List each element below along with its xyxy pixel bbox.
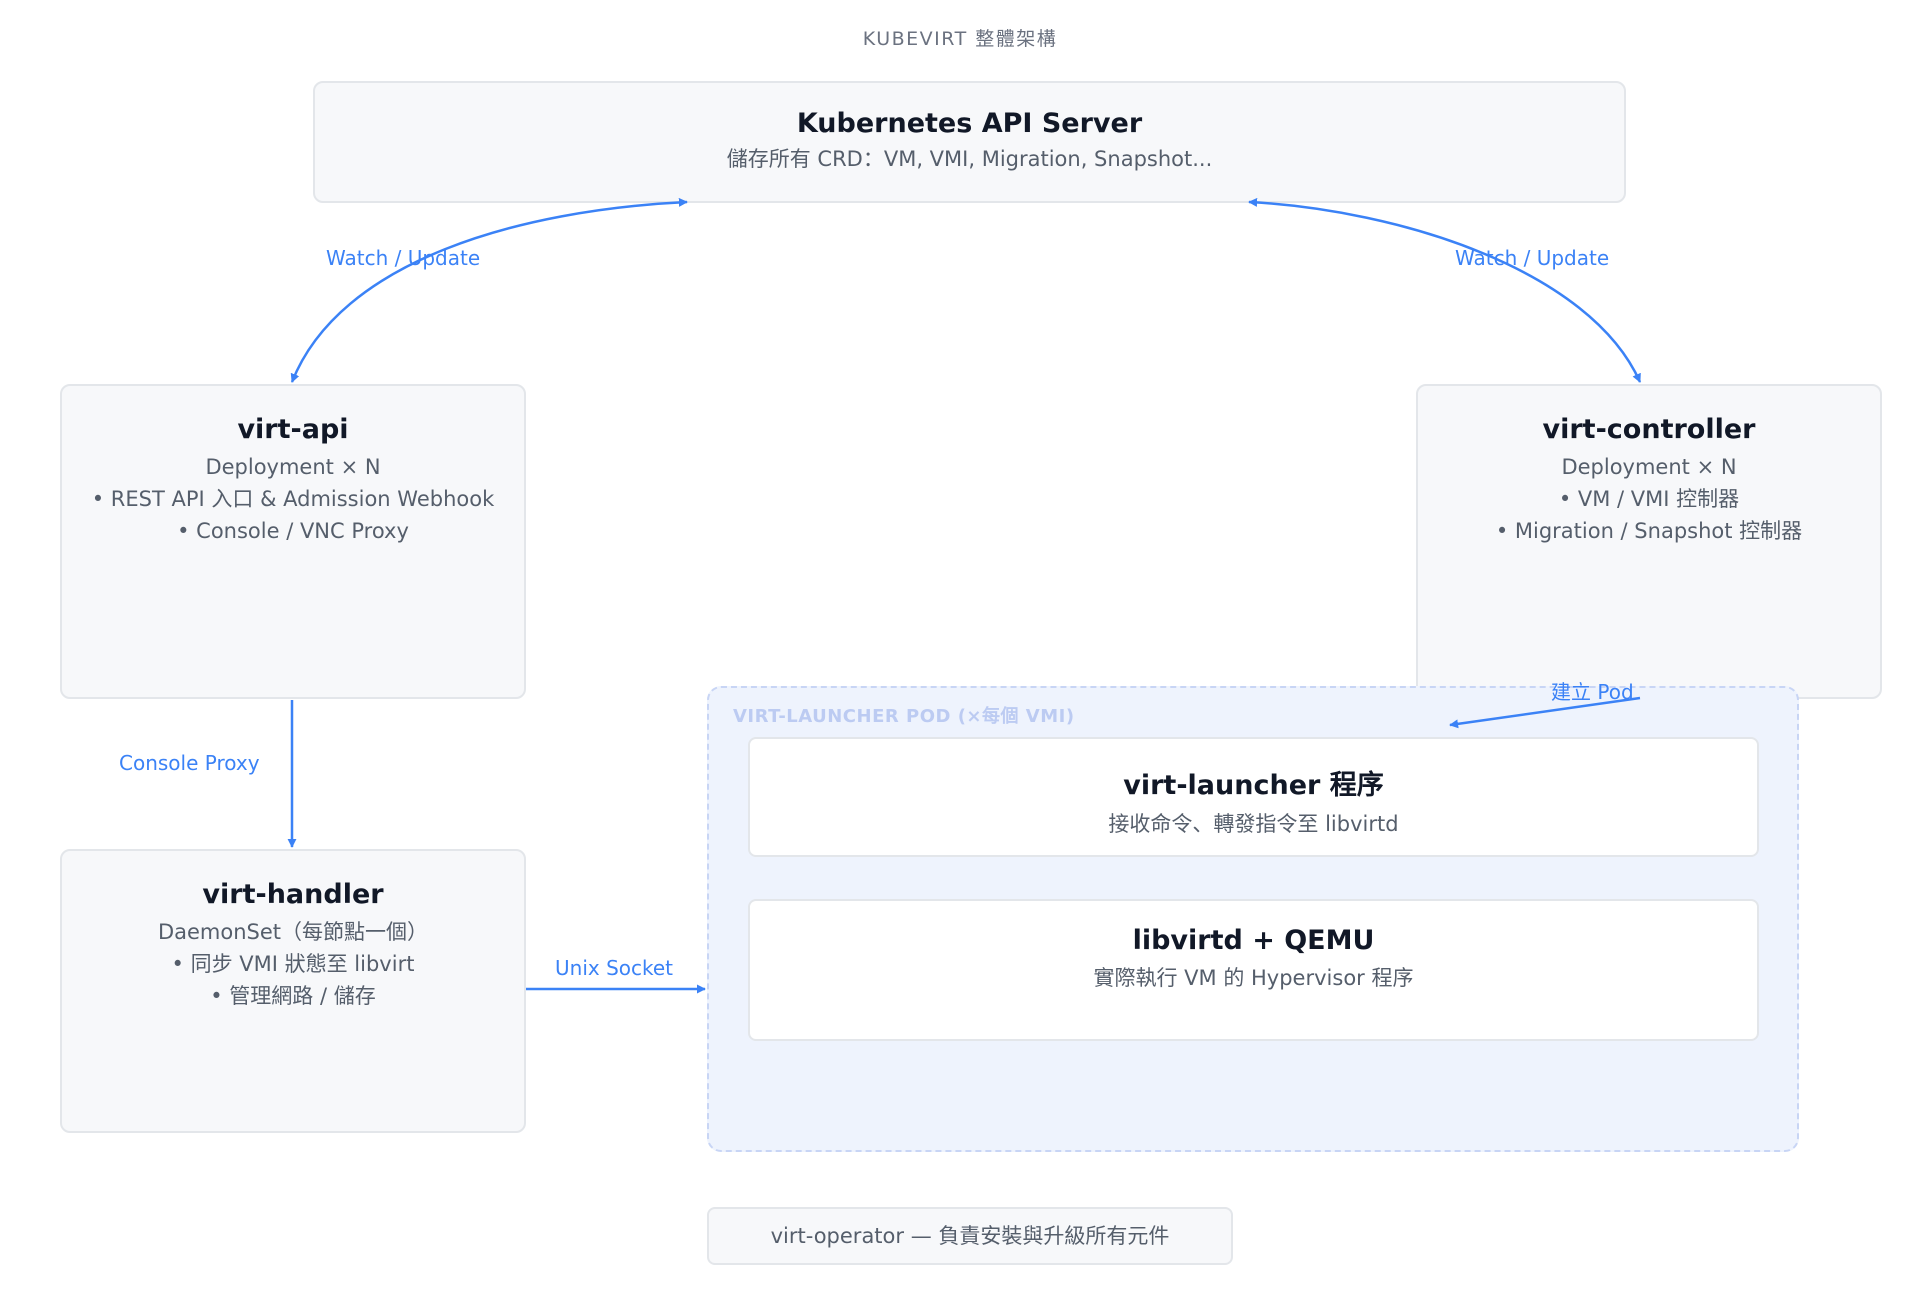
virt-launcher-pod-group: VIRT-LAUNCHER POD (×每個 VMI) virt-launche… <box>707 686 1799 1152</box>
virt-operator-node[interactable]: virt-operator — 負責安裝與升級所有元件 <box>707 1207 1233 1265</box>
edge-label-console-proxy: Console Proxy <box>119 751 260 775</box>
virt-api-node[interactable]: virt-api Deployment × N • REST API 入口 & … <box>60 384 526 699</box>
edge-label-unix-socket: Unix Socket <box>555 956 674 980</box>
node-name: virt-handler <box>202 879 384 910</box>
node-detail: • Console / VNC Proxy <box>177 519 409 543</box>
node-description: 實際執行 VM 的 Hypervisor 程序 <box>1093 966 1414 990</box>
edge-label-create-pod: 建立 Pod <box>1551 680 1634 704</box>
edge-label-watch-update-left: Watch / Update <box>326 246 481 270</box>
node-detail: • Migration / Snapshot 控制器 <box>1495 519 1803 543</box>
edge-label-watch-update-right: Watch / Update <box>1455 246 1610 270</box>
node-description: 接收命令、轉發指令至 libvirtd <box>1108 812 1399 836</box>
node-name: libvirtd + QEMU <box>1132 925 1375 956</box>
node-name: virt-controller <box>1542 414 1756 445</box>
node-detail: Deployment × N <box>1561 455 1737 479</box>
virt-handler-node[interactable]: virt-handler DaemonSet（每節點一個） • 同步 VMI 狀… <box>60 849 526 1133</box>
node-description: 儲存所有 CRD：VM, VMI, Migration, Snapshot... <box>726 147 1213 171</box>
virt-launcher-process-node[interactable]: virt-launcher 程序 接收命令、轉發指令至 libvirtd <box>748 737 1759 857</box>
node-name: Kubernetes API Server <box>796 108 1143 139</box>
node-detail: • REST API 入口 & Admission Webhook <box>91 487 495 511</box>
node-name: virt-api <box>237 414 349 445</box>
node-detail: • 同步 VMI 狀態至 libvirt <box>171 952 415 976</box>
edge-create-pod <box>1449 696 1641 729</box>
edge-watch-update-right <box>1248 197 1642 383</box>
node-detail: • 管理網路 / 儲存 <box>210 984 376 1008</box>
node-detail: Deployment × N <box>205 455 381 479</box>
diagram-title: KUBEVIRT 整體架構 <box>862 28 1058 50</box>
libvirtd-qemu-node[interactable]: libvirtd + QEMU 實際執行 VM 的 Hypervisor 程序 <box>748 899 1759 1041</box>
kubernetes-api-server-node[interactable]: Kubernetes API Server 儲存所有 CRD：VM, VMI, … <box>313 81 1626 203</box>
node-name: virt-launcher 程序 <box>1123 770 1384 801</box>
node-detail: • VM / VMI 控制器 <box>1558 487 1740 511</box>
virt-controller-node[interactable]: virt-controller Deployment × N • VM / VM… <box>1416 384 1882 699</box>
group-label: VIRT-LAUNCHER POD (×每個 VMI) <box>733 706 1075 727</box>
edge-watch-update-left <box>290 197 688 383</box>
node-detail: DaemonSet（每節點一個） <box>157 920 429 944</box>
